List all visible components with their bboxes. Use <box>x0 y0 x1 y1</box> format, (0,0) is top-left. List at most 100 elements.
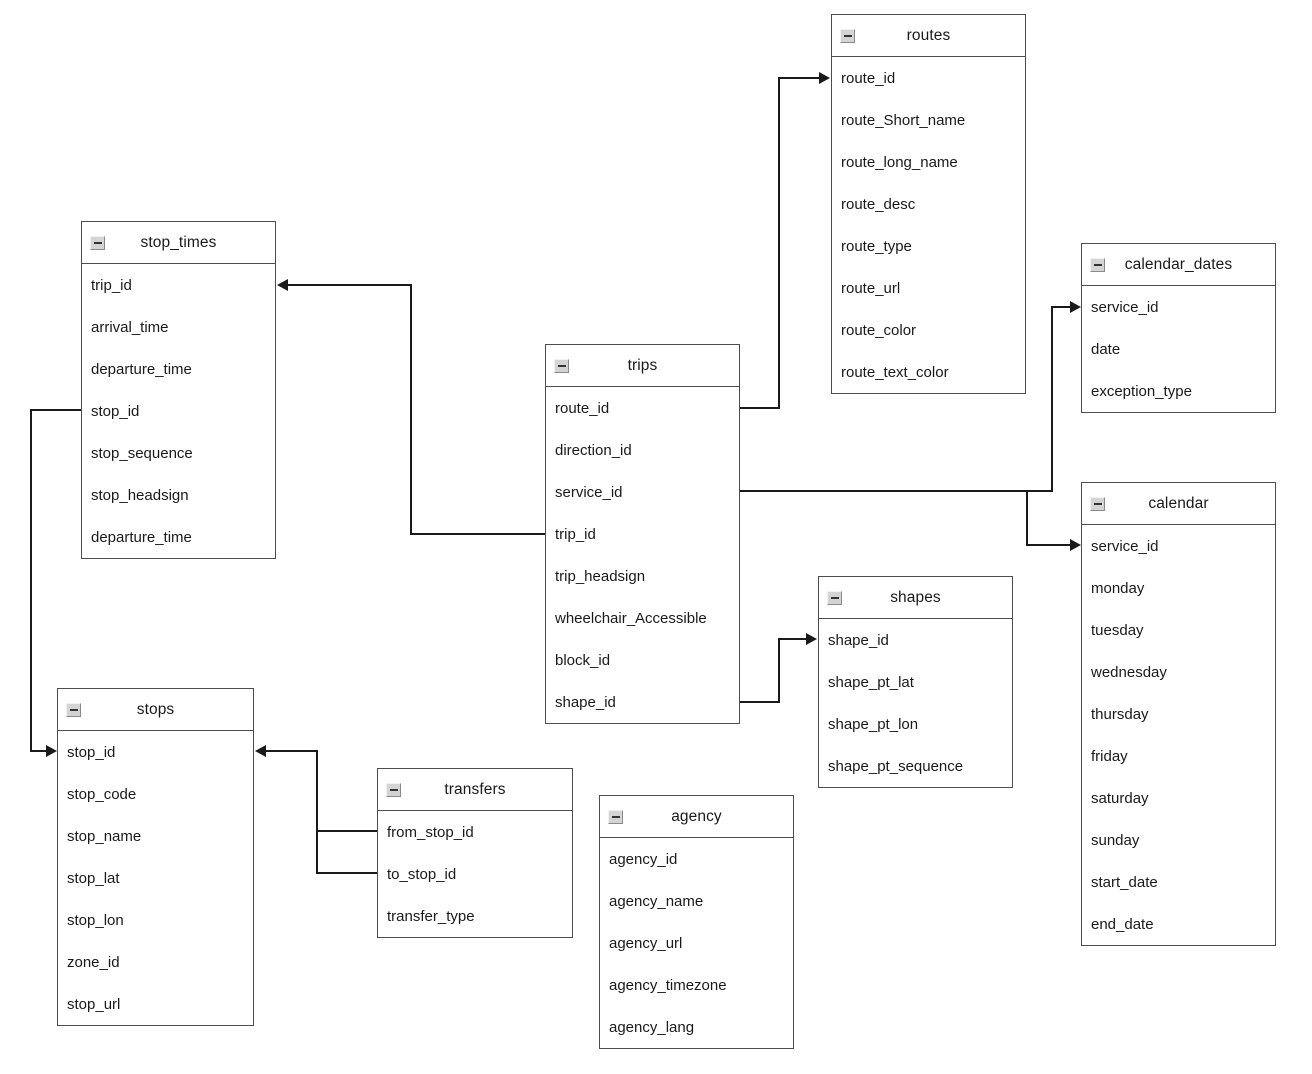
entity-transfers[interactable]: transfers from_stop_id to_stop_id transf… <box>377 768 573 938</box>
entity-agency-header: agency <box>600 796 793 838</box>
attribute-exception_type[interactable]: exception_type <box>1091 382 1192 400</box>
entity-trips-body: route_id direction_id service_id trip_id… <box>546 387 739 723</box>
connector-trips-shapes-seg-h2 <box>778 638 810 640</box>
attribute-stop_id[interactable]: stop_id <box>67 743 116 761</box>
entity-calendar_dates[interactable]: calendar_dates service_id date exception… <box>1081 243 1276 413</box>
attribute-thursday[interactable]: thursday <box>1091 705 1149 723</box>
attribute-direction_id[interactable]: direction_id <box>555 441 632 459</box>
attribute-friday[interactable]: friday <box>1091 747 1128 765</box>
minus-box-icon[interactable] <box>608 809 623 824</box>
attribute-sunday[interactable]: sunday <box>1091 831 1140 849</box>
attribute-agency_id[interactable]: agency_id <box>609 850 678 868</box>
minus-box-icon[interactable] <box>554 358 569 373</box>
entity-calendar[interactable]: calendar service_id monday tuesday wedne… <box>1081 482 1276 946</box>
attribute-saturday[interactable]: saturday <box>1091 789 1149 807</box>
attribute-service_id[interactable]: service_id <box>1091 537 1159 555</box>
attribute-stop_code[interactable]: stop_code <box>67 785 137 803</box>
minus-box-icon[interactable] <box>827 590 842 605</box>
attribute-stop_id[interactable]: stop_id <box>91 402 140 420</box>
entity-calendar-header: calendar <box>1082 483 1275 525</box>
attribute-zone_id[interactable]: zone_id <box>67 953 120 971</box>
attribute-stop_headsign[interactable]: stop_headsign <box>91 486 189 504</box>
attribute-route_Short_name[interactable]: route_Short_name <box>841 111 966 129</box>
attribute-route_id[interactable]: route_id <box>555 399 610 417</box>
entity-stops[interactable]: stops stop_id stop_code stop_name stop_l… <box>57 688 254 1026</box>
attribute-route_desc[interactable]: route_desc <box>841 195 916 213</box>
attribute-departure_time-2[interactable]: departure_time <box>91 528 192 546</box>
attribute-route_url[interactable]: route_url <box>841 279 901 297</box>
attribute-wheelchair_Accessible[interactable]: wheelchair_Accessible <box>555 609 707 627</box>
entity-trips-header: trips <box>546 345 739 387</box>
attribute-start_date[interactable]: start_date <box>1091 873 1158 891</box>
entity-stop_times-body: trip_id arrival_time departure_time stop… <box>82 264 275 558</box>
attribute-agency_lang[interactable]: agency_lang <box>609 1018 695 1036</box>
attribute-shape_pt_lon[interactable]: shape_pt_lon <box>828 715 919 733</box>
attribute-shape_id[interactable]: shape_id <box>555 693 616 711</box>
connector-stoptimes-stops-seg-h2 <box>30 750 50 752</box>
attribute-route_long_name[interactable]: route_long_name <box>841 153 958 171</box>
connector-trips-calendardates-arrowhead <box>1070 301 1081 313</box>
attribute-date[interactable]: date <box>1091 340 1121 358</box>
entity-stop_times[interactable]: stop_times trip_id arrival_time departur… <box>81 221 276 559</box>
connector-trips-stoptimes-seg-v <box>410 284 412 534</box>
entity-agency[interactable]: agency agency_id agency_name agency_url … <box>599 795 794 1049</box>
attribute-block_id[interactable]: block_id <box>555 651 611 669</box>
attribute-arrival_time[interactable]: arrival_time <box>91 318 169 336</box>
entity-routes-title: routes <box>906 26 951 44</box>
minus-box-icon[interactable] <box>1090 257 1105 272</box>
attribute-transfer_type[interactable]: transfer_type <box>387 907 475 925</box>
attribute-route_color[interactable]: route_color <box>841 321 917 339</box>
attribute-monday[interactable]: monday <box>1091 579 1145 597</box>
entity-calendar-title: calendar <box>1148 494 1209 512</box>
connector-trips-shapes-seg-h1 <box>740 701 780 703</box>
attribute-departure_time[interactable]: departure_time <box>91 360 192 378</box>
attribute-stop_sequence[interactable]: stop_sequence <box>91 444 193 462</box>
attribute-service_id[interactable]: service_id <box>555 483 623 501</box>
attribute-stop_lat[interactable]: stop_lat <box>67 869 120 887</box>
attribute-route_type[interactable]: route_type <box>841 237 912 255</box>
entity-routes[interactable]: routes route_id route_Short_name route_l… <box>831 14 1026 394</box>
attribute-to_stop_id[interactable]: to_stop_id <box>387 865 457 883</box>
connector-transfers-to-stops-seg-h <box>316 872 379 874</box>
attribute-agency_name[interactable]: agency_name <box>609 892 704 910</box>
entity-stop_times-title: stop_times <box>140 233 217 251</box>
connector-stoptimes-stops-arrowhead <box>46 745 57 757</box>
connector-trips-calendardates-seg-v <box>1051 306 1053 491</box>
attribute-wednesday[interactable]: wednesday <box>1091 663 1167 681</box>
attribute-trip_headsign[interactable]: trip_headsign <box>555 567 646 585</box>
attribute-trip_id[interactable]: trip_id <box>555 525 596 543</box>
connector-trips-routes-seg-h2 <box>778 77 823 79</box>
attribute-stop_url[interactable]: stop_url <box>67 995 121 1013</box>
entity-shapes[interactable]: shapes shape_id shape_pt_lat shape_pt_lo… <box>818 576 1013 788</box>
minus-box-icon[interactable] <box>90 235 105 250</box>
attribute-tuesday[interactable]: tuesday <box>1091 621 1144 639</box>
attribute-agency_url[interactable]: agency_url <box>609 934 683 952</box>
attribute-from_stop_id[interactable]: from_stop_id <box>387 823 474 841</box>
attribute-trip_id[interactable]: trip_id <box>91 276 132 294</box>
attribute-shape_pt_sequence[interactable]: shape_pt_sequence <box>828 757 964 775</box>
minus-box-icon[interactable] <box>840 28 855 43</box>
minus-box-icon[interactable] <box>386 782 401 797</box>
entity-stops-body: stop_id stop_code stop_name stop_lat sto… <box>58 731 253 1025</box>
attribute-stop_name[interactable]: stop_name <box>67 827 142 845</box>
attribute-end_date[interactable]: end_date <box>1091 915 1154 933</box>
entity-transfers-body: from_stop_id to_stop_id transfer_type <box>378 811 572 937</box>
entity-transfers-title: transfers <box>444 780 506 798</box>
entity-transfers-header: transfers <box>378 769 572 811</box>
attribute-route_id[interactable]: route_id <box>841 69 896 87</box>
attribute-agency_timezone[interactable]: agency_timezone <box>609 976 727 994</box>
attribute-shape_id[interactable]: shape_id <box>828 631 889 649</box>
entity-routes-body: route_id route_Short_name route_long_nam… <box>832 57 1025 393</box>
minus-box-icon[interactable] <box>66 702 81 717</box>
attribute-shape_pt_lat[interactable]: shape_pt_lat <box>828 673 914 691</box>
connector-trips-routes-seg-h1 <box>740 407 780 409</box>
entity-trips[interactable]: trips route_id direction_id service_id t… <box>545 344 740 724</box>
attribute-stop_lon[interactable]: stop_lon <box>67 911 124 929</box>
entity-calendar_dates-header: calendar_dates <box>1082 244 1275 286</box>
entity-shapes-header: shapes <box>819 577 1012 619</box>
attribute-route_text_color[interactable]: route_text_color <box>841 363 949 381</box>
entity-agency-title: agency <box>671 807 722 825</box>
minus-box-icon[interactable] <box>1090 496 1105 511</box>
attribute-service_id[interactable]: service_id <box>1091 298 1159 316</box>
